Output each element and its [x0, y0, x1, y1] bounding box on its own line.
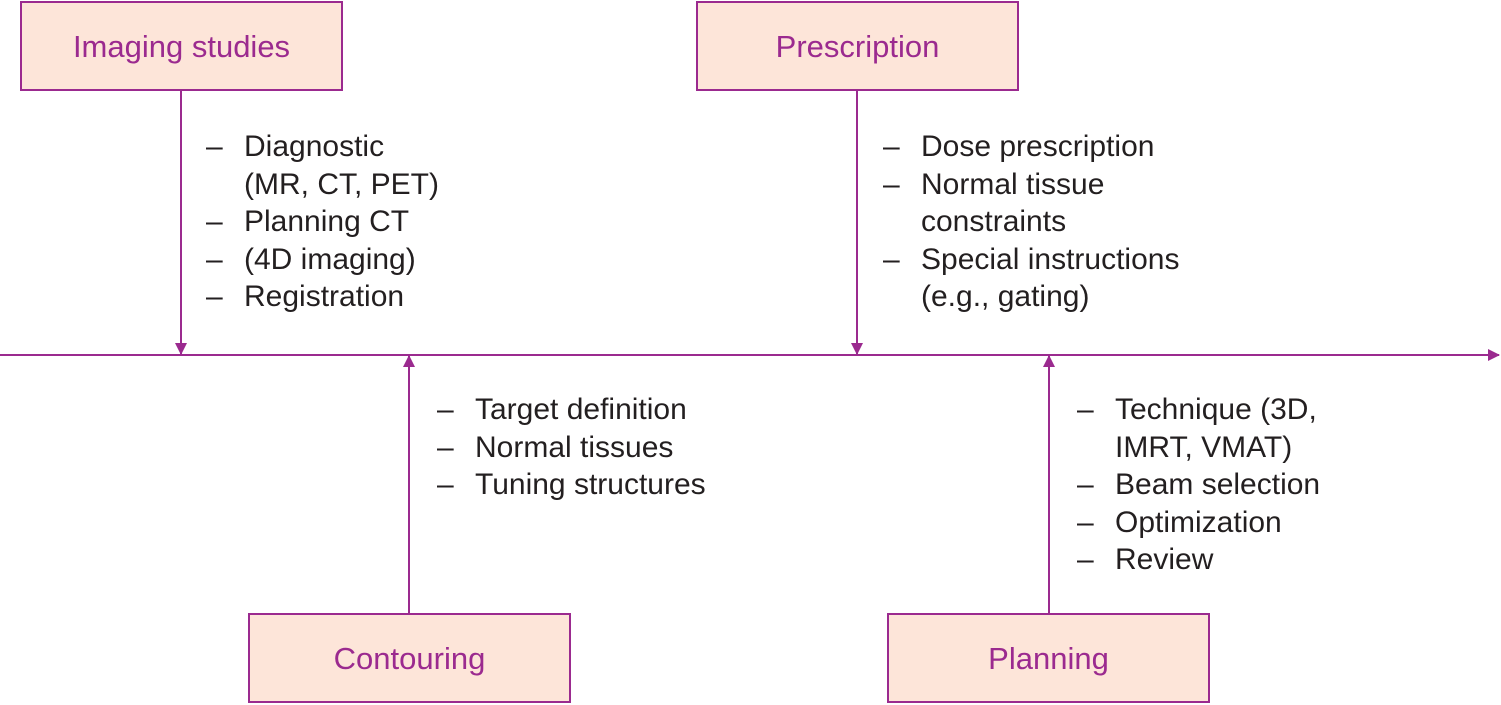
- list-item-text: Planning CT: [244, 205, 410, 238]
- list-item-text: Technique (3D,: [1115, 393, 1317, 426]
- list-item-text: Normal tissue: [921, 167, 1105, 201]
- list-item-text: Review: [1115, 543, 1214, 576]
- prescription-label: Prescription: [775, 28, 940, 64]
- planning-label: Planning: [988, 640, 1109, 676]
- list-item-text: Optimization: [1115, 505, 1282, 539]
- list-item: Normal tissues: [437, 429, 706, 467]
- list-item: Diagnostic (MR, CT, PET): [206, 128, 439, 203]
- list-item-text: Diagnostic: [244, 130, 385, 163]
- imaging-studies-label: Imaging studies: [72, 28, 291, 64]
- list-item-text: (MR, CT, PET): [244, 167, 439, 201]
- list-item-text: Normal tissues: [475, 430, 674, 464]
- planning-box: Planning: [887, 613, 1210, 703]
- list-item: Beam selection: [1077, 466, 1320, 504]
- list-item-text: IMRT, VMAT): [1115, 430, 1293, 464]
- list-item-text: Special instructions: [921, 242, 1180, 276]
- list-item-text: Registration: [244, 280, 405, 313]
- list-item: Normal tissue constraints: [883, 166, 1179, 241]
- list-item-text: constraints: [921, 205, 1067, 238]
- list-item: Technique (3D, IMRT, VMAT): [1077, 391, 1320, 466]
- prescription-box: Prescription: [696, 1, 1019, 91]
- list-item: Review: [1077, 541, 1320, 579]
- list-item: (4D imaging): [206, 241, 439, 279]
- list-item: Special instructions (e.g., gating): [883, 241, 1179, 316]
- list-item-text: Dose prescription: [921, 130, 1155, 163]
- list-item: Registration: [206, 278, 439, 316]
- list-item-text: (4D imaging): [244, 242, 416, 276]
- list-item: Target definition: [437, 391, 706, 429]
- imaging-studies-list: Diagnostic (MR, CT, PET) Planning CT (4D…: [206, 128, 439, 316]
- list-item-text: Beam selection: [1115, 468, 1321, 501]
- list-item-text: Tuning structures: [475, 468, 706, 501]
- contouring-list: Target definition Normal tissues Tuning …: [437, 391, 706, 504]
- list-item: Tuning structures: [437, 466, 706, 504]
- list-item-text: (e.g., gating): [921, 280, 1090, 313]
- imaging-studies-box: Imaging studies: [20, 1, 343, 91]
- list-item: Dose prescription: [883, 128, 1179, 166]
- prescription-list: Dose prescription Normal tissue constrai…: [883, 128, 1179, 316]
- list-item-text: Target definition: [475, 393, 687, 426]
- contouring-label: Contouring: [333, 640, 486, 676]
- planning-list: Technique (3D, IMRT, VMAT) Beam selectio…: [1077, 391, 1320, 579]
- list-item: Optimization: [1077, 504, 1320, 542]
- contouring-box: Contouring: [248, 613, 571, 703]
- list-item: Planning CT: [206, 203, 439, 241]
